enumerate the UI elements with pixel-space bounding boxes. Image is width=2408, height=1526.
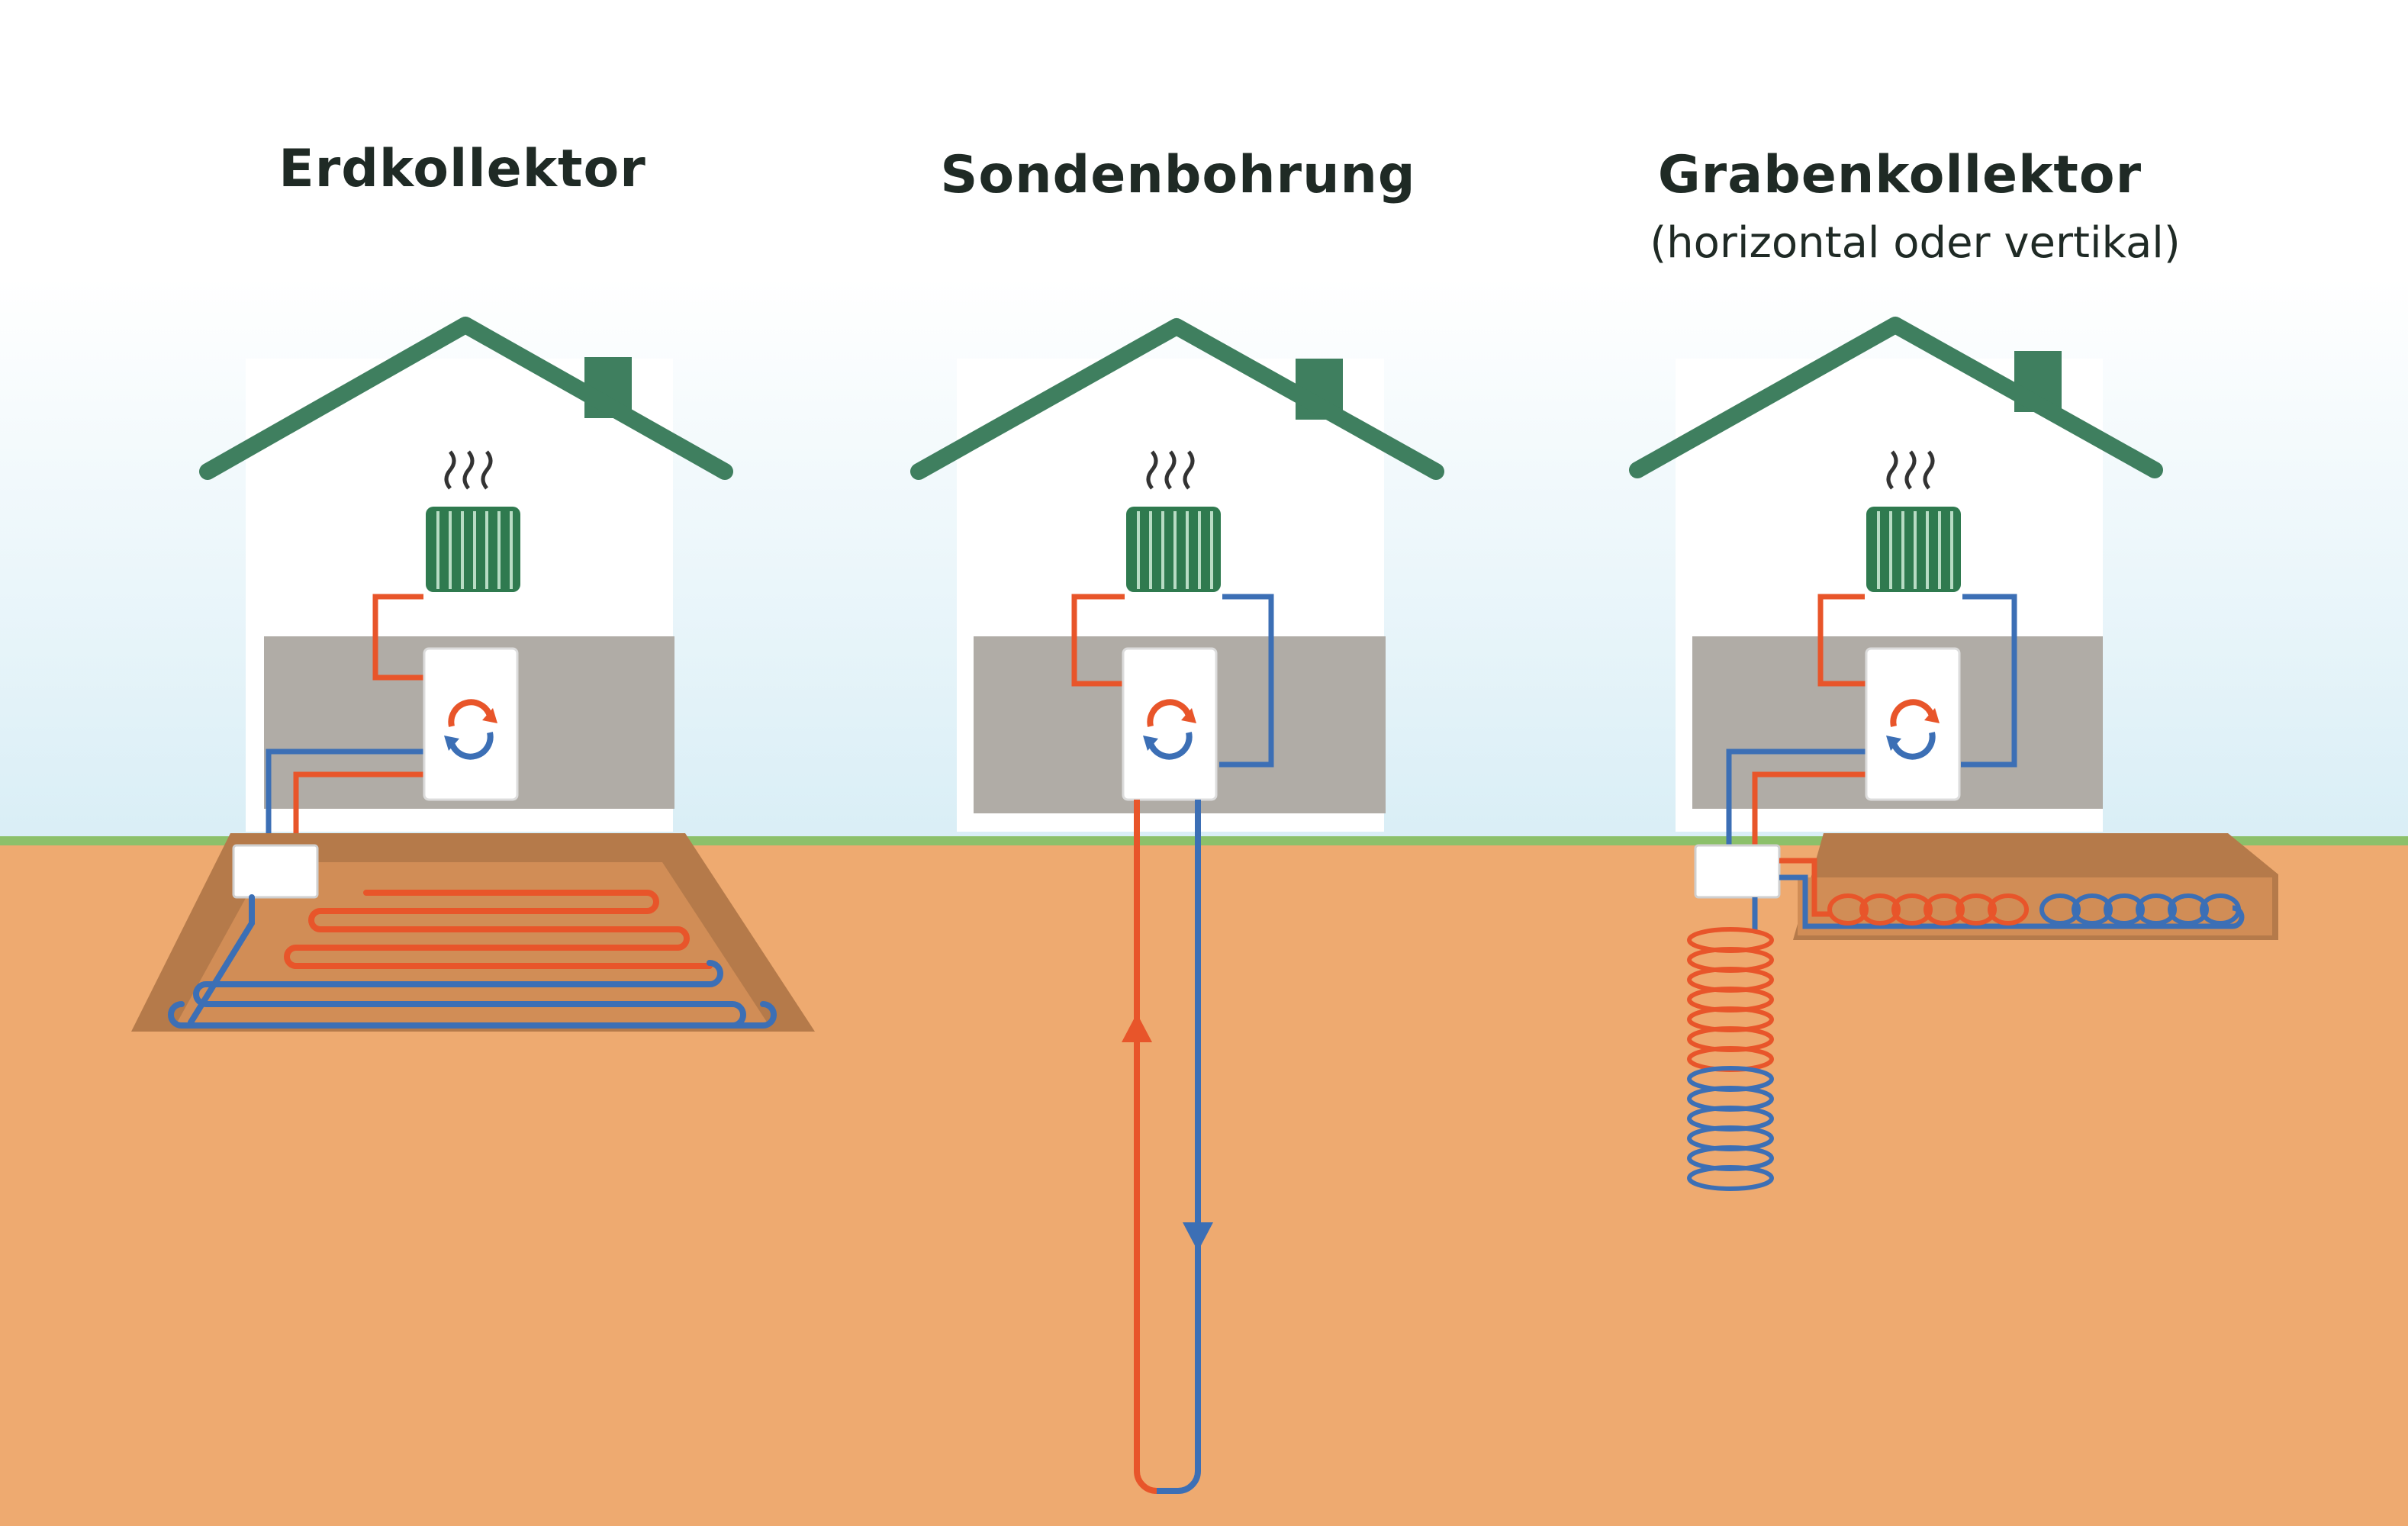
panel-sondenbohrung: [910, 318, 1444, 1494]
distributor-box: [232, 844, 319, 899]
distributor-box: [1694, 844, 1781, 899]
borehole-probe: [1134, 800, 1201, 1494]
panel-erdkollektor: [131, 317, 815, 1032]
radiator-icon: [1866, 507, 1961, 592]
cycle-arrows-icon: [1886, 699, 1940, 760]
panel-grabenkollektor: [1629, 317, 2278, 1191]
cycle-arrows-icon: [1143, 699, 1196, 760]
panel-title-erdkollektor: Erdkollektor: [278, 139, 646, 199]
horizontal-slinky-coil: [1827, 893, 2241, 926]
house-pipe-return: [1726, 749, 1866, 845]
house-pipe-cold: [1219, 594, 1274, 768]
house-pipe-hot: [372, 594, 424, 681]
heat-waves-icon: [1886, 450, 1935, 490]
heat-waves-icon: [444, 450, 493, 490]
down-arrow-icon: [1183, 1222, 1213, 1251]
heat-pump-unit: [423, 647, 519, 801]
radiator-icon: [426, 507, 520, 592]
house-pipe-supply: [293, 771, 424, 833]
house-pipe-supply: [1752, 771, 1866, 845]
house-roof: [199, 317, 733, 480]
heat-waves-icon: [1146, 450, 1195, 490]
up-arrow-icon: [1122, 1013, 1152, 1042]
vertical-spiral-coil: [1687, 927, 1774, 1191]
house-pipe-return: [266, 749, 424, 833]
trench-supply-pipe: [1779, 858, 1831, 917]
panel-subtitle-grabenkollektor: (horizontal oder vertikal): [1650, 218, 2181, 268]
ground-collector-loops: [168, 890, 777, 1029]
house-pipe-hot: [1071, 594, 1125, 687]
heat-pump-unit: [1865, 647, 1961, 801]
house-roof: [1629, 317, 2163, 478]
house-pipe-cold: [1961, 594, 2017, 768]
heat-pump-unit: [1122, 647, 1218, 801]
radiator-icon: [1126, 507, 1221, 592]
house-roof: [910, 318, 1444, 480]
cycle-arrows-icon: [444, 699, 497, 760]
house-pipe-hot: [1817, 594, 1866, 687]
panel-title-grabenkollektor: Grabenkollektor: [1657, 145, 2142, 205]
panel-title-sondenbohrung: Sondenbohrung: [940, 145, 1416, 205]
